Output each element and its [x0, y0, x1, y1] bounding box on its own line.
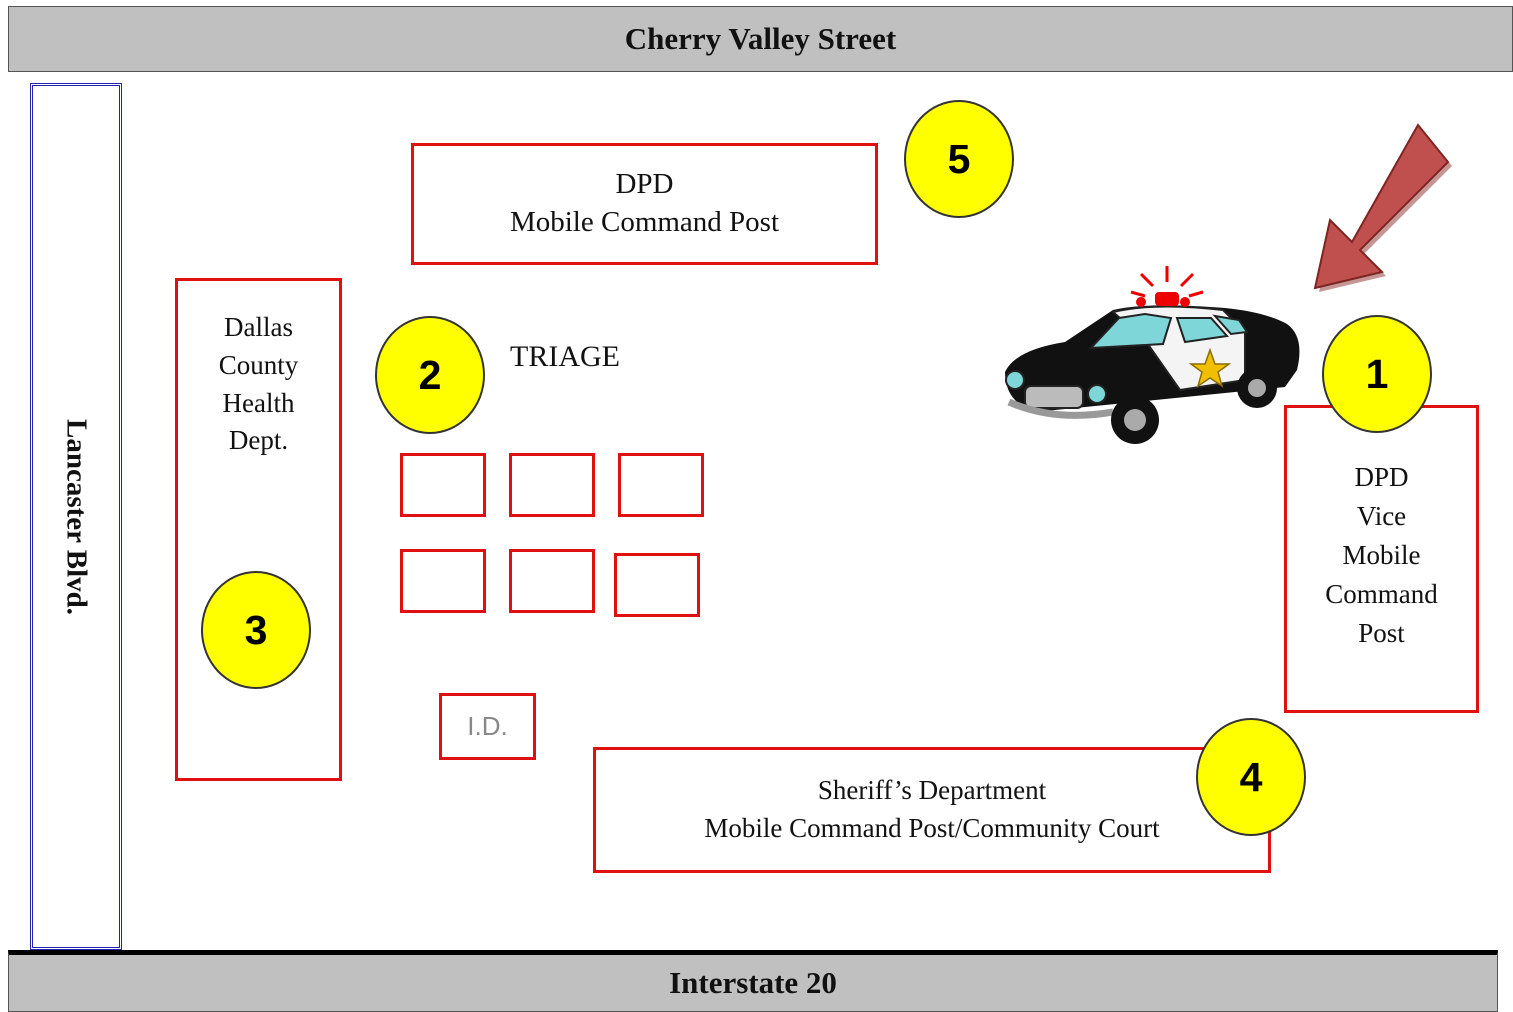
vice-line5: Post [1358, 617, 1405, 648]
triage-cell [509, 453, 595, 517]
dpd-mobile-command-post-box: DPD Mobile Command Post [411, 143, 878, 265]
triage-label: TRIAGE [510, 340, 620, 373]
vice-line3: Mobile [1342, 539, 1421, 570]
sheriff-command-post-box: Sheriff’s Department Mobile Command Post… [593, 747, 1271, 873]
sheriff-line1: Sheriff’s Department [817, 775, 1047, 806]
marker-1-label: 1 [1365, 350, 1389, 397]
marker-3-label: 3 [244, 606, 268, 653]
marker-2-label: 2 [418, 351, 442, 398]
marker-1: 1 [1322, 315, 1432, 433]
street-label-left: Lancaster Blvd. [60, 418, 93, 615]
triage-cell [400, 453, 486, 517]
dpd-main-line2: Mobile Command Post [509, 206, 780, 238]
vice-line1: DPD [1354, 462, 1409, 492]
dpd-main-line1: DPD [615, 168, 674, 201]
street-label-top: Cherry Valley Street [624, 21, 897, 56]
triage-cell [400, 549, 486, 613]
street-label-bottom: Interstate 20 [669, 965, 837, 1000]
dpd-vice-command-post-box: DPD Vice Mobile Command Post [1284, 405, 1479, 713]
entry-arrow-icon [1313, 123, 1452, 292]
id-label: I.D. [467, 710, 508, 741]
interstate-20: Interstate 20 [8, 950, 1498, 1012]
health-line2: County [218, 349, 299, 380]
marker-4: 4 [1196, 718, 1306, 836]
marker-3: 3 [201, 571, 311, 689]
triage-cell [509, 549, 595, 613]
sheriff-line2: Mobile Command Post/Community Court [704, 813, 1160, 843]
dallas-county-health-box: Dallas County Health Dept. [175, 278, 342, 781]
vice-line4: Command [1325, 578, 1438, 609]
health-line4: Dept. [228, 425, 289, 456]
triage-cell [614, 553, 700, 617]
health-line3: Health [222, 387, 295, 418]
marker-2: 2 [375, 316, 485, 434]
cherry-valley-street: Cherry Valley Street [8, 6, 1513, 72]
police-car-icon [1005, 266, 1300, 444]
id-station-box: I.D. [439, 693, 536, 760]
lancaster-blvd: Lancaster Blvd. [30, 83, 122, 950]
marker-4-label: 4 [1239, 753, 1263, 800]
marker-5: 5 [904, 100, 1014, 218]
triage-cell [618, 453, 704, 517]
health-line1: Dallas [224, 312, 293, 342]
marker-5-label: 5 [947, 135, 971, 182]
vice-line2: Vice [1356, 500, 1407, 531]
